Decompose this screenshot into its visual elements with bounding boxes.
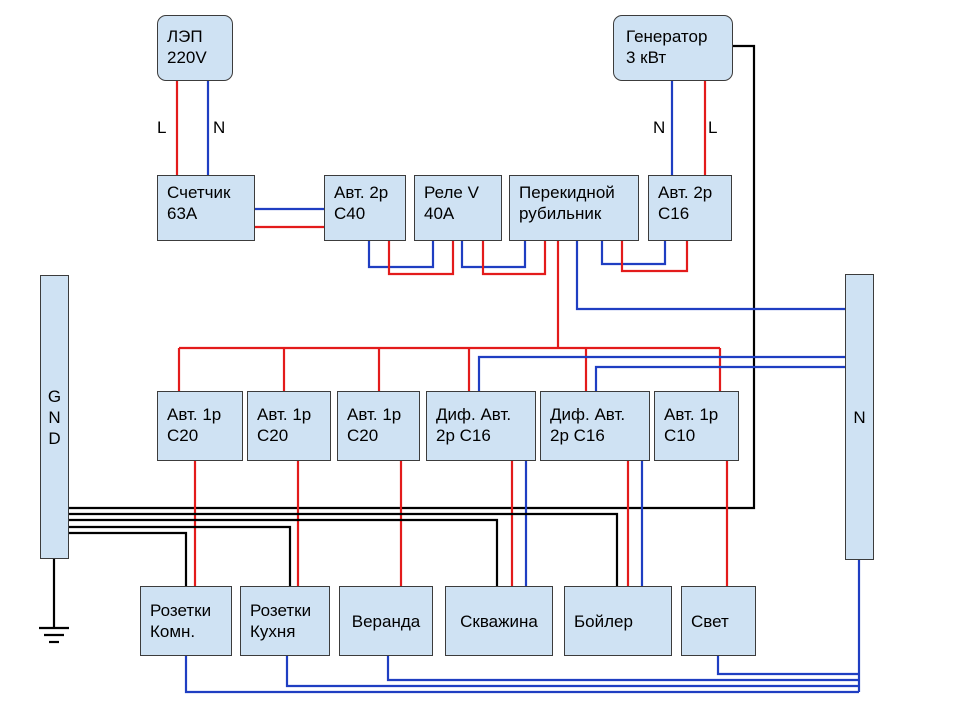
relay-box: Реле V 40A	[414, 175, 502, 241]
breaker-2-line2: С20	[257, 426, 289, 445]
load-light: Свет	[681, 586, 756, 656]
load-1-line2: Комн.	[150, 622, 196, 641]
wire-label-grid-l: L	[157, 118, 167, 137]
transfer-switch-line2: рубильник	[519, 204, 602, 223]
load-well: Скважина	[445, 586, 553, 656]
wire-breaker-relay-l	[387, 241, 455, 276]
load-3-line1: Веранда	[351, 611, 421, 631]
breaker-1: Авт. 1р С20	[157, 391, 243, 461]
load-boiler: Бойлер	[564, 586, 672, 656]
meter-box: Счетчик 63A	[157, 175, 255, 241]
wire-label-grid-n: N	[213, 118, 226, 137]
breaker-3: Авт. 1р С20	[337, 391, 420, 461]
wire-breaker-relay-n	[367, 241, 435, 269]
wire-gnd-well	[69, 518, 499, 586]
breaker-2: Авт. 1р С20	[247, 391, 331, 461]
gnd-bus-letter-1: G	[47, 386, 62, 406]
breaker-5-line1: Диф. Авт.	[550, 405, 626, 424]
wire-rcbo2-n	[594, 365, 846, 391]
load-kitchen-sockets: Розетки Кухня	[240, 586, 330, 656]
wire-n-kitchen	[285, 656, 859, 688]
breaker-5-line2: 2р С16	[550, 426, 605, 445]
gnd-bus: G N D	[40, 275, 69, 559]
breaker-4: Диф. Авт. 2р С16	[426, 391, 536, 461]
breaker-6-line2: С10	[664, 426, 696, 445]
load-veranda: Веранда	[339, 586, 433, 656]
wire-n-room	[184, 656, 859, 694]
wire-relay-switch-l	[481, 241, 547, 276]
transfer-switch-line1: Перекидной	[519, 183, 615, 202]
gen-breaker-line1: Авт. 2р	[658, 183, 713, 202]
wire-rcbo1-n	[477, 355, 846, 391]
wire-gnd-kitchen	[69, 525, 292, 586]
breaker-6-line1: Авт. 1р	[664, 405, 719, 424]
load-2-line1: Розетки	[250, 601, 312, 620]
neutral-bus: N	[845, 274, 874, 560]
wire-n-veranda	[386, 656, 859, 682]
wire-switch-gen-l	[620, 241, 689, 273]
meter-line2: 63A	[167, 204, 198, 223]
gen-breaker-box: Авт. 2р С16	[648, 175, 732, 241]
breaker-6: Авт. 1р С10	[654, 391, 739, 461]
meter-line1: Счетчик	[167, 183, 231, 202]
load-4-line1: Скважина	[460, 611, 538, 631]
breaker-3-line1: Авт. 1р	[347, 405, 402, 424]
relay-line1: Реле V	[424, 183, 479, 202]
neutral-bus-label: N	[853, 407, 866, 427]
wire-n-light	[716, 656, 859, 676]
gnd-bus-letter-2: N	[48, 407, 61, 427]
relay-line2: 40A	[424, 204, 455, 223]
breaker-4-line2: 2р С16	[436, 426, 491, 445]
wire-relay-switch-n	[460, 241, 527, 269]
grid-source: ЛЭП 220V	[157, 15, 233, 81]
generator-line1: Генератор	[626, 27, 708, 46]
gnd-bus-letter-3: D	[48, 428, 61, 448]
grid-source-line2: 220V	[167, 48, 207, 67]
load-6-line1: Свет	[691, 612, 729, 631]
wire-label-gen-l: L	[708, 118, 718, 137]
wire-gnd-room	[69, 531, 188, 586]
wire-gnd-boiler	[69, 512, 619, 586]
breaker-5: Диф. Авт. 2р С16	[540, 391, 650, 461]
transfer-switch-box: Перекидной рубильник	[509, 175, 639, 241]
wire-label-gen-n: N	[653, 118, 666, 137]
breaker-1-line2: С20	[167, 426, 199, 445]
load-5-line1: Бойлер	[574, 612, 633, 631]
breaker-1-line1: Авт. 1р	[167, 405, 222, 424]
generator-line2: 3 кВт	[626, 48, 667, 67]
load-1-line1: Розетки	[150, 601, 212, 620]
wire-switch-gen-n	[600, 241, 667, 266]
grid-source-line1: ЛЭП	[167, 27, 203, 46]
gen-breaker-line2: С16	[658, 204, 690, 223]
breaker-2-line1: Авт. 1р	[257, 405, 312, 424]
breaker-3-line2: С20	[347, 426, 379, 445]
main-breaker-line1: Авт. 2р	[334, 183, 389, 202]
wire-gen-ground	[69, 44, 756, 510]
main-breaker-box: Авт. 2р С40	[324, 175, 406, 241]
breaker-4-line1: Диф. Авт.	[436, 405, 512, 424]
main-breaker-line2: С40	[334, 204, 366, 223]
wire-switch-nbus	[575, 241, 846, 311]
load-2-line2: Кухня	[250, 622, 296, 641]
generator-source: Генератор 3 кВт	[613, 15, 733, 81]
load-room-sockets: Розетки Комн.	[140, 586, 232, 656]
